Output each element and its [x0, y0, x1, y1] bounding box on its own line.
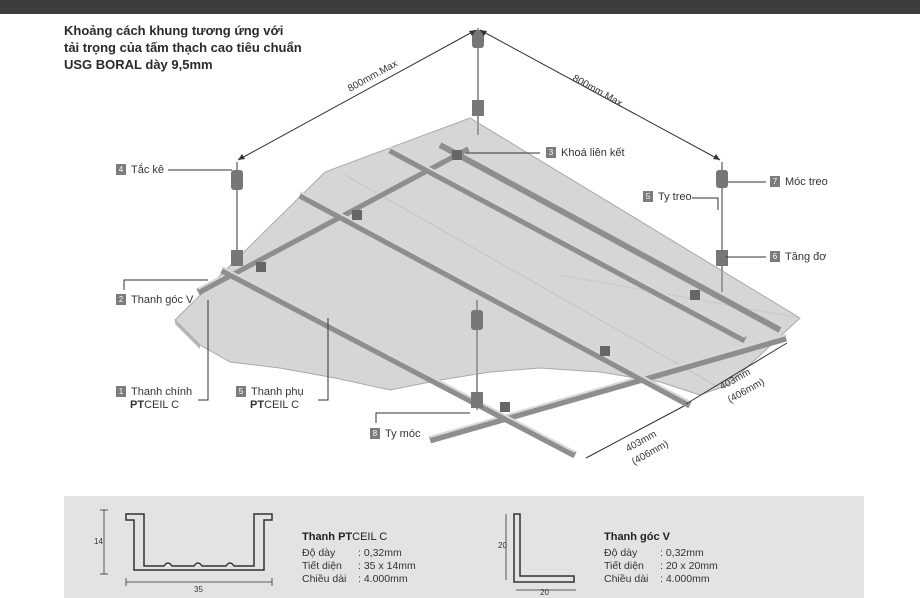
leader-5-thanhphu [318, 318, 329, 401]
spec-value: : 20 x 20mm [660, 560, 718, 572]
spec-key: Tiết diện [604, 560, 644, 572]
callout-number: 3 [546, 147, 556, 158]
c-channel-profile [125, 513, 273, 571]
c-channel-width-label: 35 [194, 585, 203, 594]
cross-channel-4 [438, 142, 782, 333]
board-thickness-left [175, 320, 200, 349]
c-channel-dims [100, 509, 273, 586]
dim-label-right: 800mm.Max [571, 73, 624, 109]
dimension-arrows [238, 30, 720, 160]
spec-key: Độ dày [604, 547, 638, 559]
callout-text: Ty treo [658, 191, 692, 203]
callout-sub: PTCEIL C [116, 399, 192, 412]
callout-sub-bold: PT [130, 399, 145, 411]
callout-text: Ty móc [385, 428, 421, 440]
callout-text: Thanh góc V [131, 294, 194, 306]
callout-number: 5 [236, 386, 246, 397]
title-line-2: tải trọng của tấm thạch cao tiêu chuẩn [64, 40, 302, 55]
cross-channel-2 [298, 191, 692, 409]
cross-channel-1 [220, 266, 577, 459]
main-channel-2 [429, 334, 787, 444]
cross-channels [220, 142, 782, 459]
c-channel-row: Độ dày : 0,32mm [302, 547, 402, 559]
callout-moc-treo: 7 Móc treo [770, 176, 828, 189]
leader-1 [198, 300, 209, 401]
callout-khoa-lien-ket: 3 Khoá liên kết [546, 147, 625, 160]
callout-number: 4 [116, 164, 126, 175]
callout-thanh-chinh: 1 Thanh chính PTCEIL C [116, 386, 192, 412]
angle-row: Độ dày : 0,32mm [604, 547, 704, 559]
c-channel-height-label: 14 [94, 537, 103, 546]
callout-number: 8 [370, 428, 380, 439]
angle-height-label: 20 [498, 541, 507, 550]
angle-row: Chiều dài : 4.000mm [604, 573, 710, 585]
c-channel-row: Tiết diện : 35 x 14mm [302, 560, 416, 572]
angle-row: Tiết diện : 20 x 20mm [604, 560, 718, 572]
callout-number: 7 [770, 176, 780, 187]
leader-8 [375, 412, 470, 423]
callout-sub-rest: CEIL C [144, 399, 180, 411]
title-line-3: USG BORAL dày 9,5mm [64, 57, 213, 72]
callout-ty-moc: 8 Ty móc [370, 428, 420, 441]
c-channel-title-rest: CEIL C [352, 531, 388, 543]
angle-profile [513, 513, 575, 583]
callout-sub-rest: CEIL C [264, 399, 300, 411]
title-line-1: Khoảng cách khung tương ứng với [64, 23, 284, 38]
callout-tac-ke: 4 Tắc kê [116, 164, 164, 177]
diagram-title: Khoảng cách khung tương ứng với tải trọn… [64, 22, 364, 73]
angle-dims [505, 514, 576, 591]
angle-width-label: 20 [540, 588, 549, 597]
c-channel-title-bold: PT [338, 531, 353, 543]
callout-ty-treo: 5 Ty treo [643, 191, 692, 204]
callout-text: Tắc kê [131, 164, 165, 176]
spec-value: : 0,32mm [660, 547, 704, 559]
dim-line-left [237, 29, 477, 161]
dim-line-spacing-a [585, 405, 685, 459]
board-joint-2 [559, 274, 801, 319]
spec-key: Độ dày [302, 547, 336, 559]
top-bar [0, 0, 920, 14]
dim-line-spacing-b [685, 342, 788, 405]
spec-value: : 4.000mm [660, 573, 710, 585]
spec-value: : 0,32mm [358, 547, 402, 559]
angle-title: Thanh góc V [604, 531, 670, 543]
callout-tang-do: 6 Tăng đơ [770, 251, 826, 264]
leader-5-tytreo [692, 197, 719, 210]
c-channel-row: Chiều dài : 4.000mm [302, 573, 408, 585]
callout-text: Thanh phụ [251, 386, 304, 398]
spec-key: Chiều dài [604, 573, 649, 585]
c-channel-title: Thanh PTCEIL C [302, 531, 387, 543]
callout-thanh-goc-v: 2 Thanh góc V [116, 294, 193, 307]
callout-sub-bold: PT [250, 399, 265, 411]
dim-line-right [479, 29, 721, 161]
leader-2 [123, 279, 208, 290]
main-channel-1 [196, 144, 470, 296]
c-channel-title-prefix: Thanh [302, 531, 339, 543]
callout-number: 2 [116, 294, 126, 305]
spec-value: : 35 x 14mm [358, 560, 416, 572]
callout-number: 1 [116, 386, 126, 397]
spec-value: : 4.000mm [358, 573, 408, 585]
callout-number: 6 [770, 251, 780, 262]
hanger-clips [231, 30, 728, 408]
callout-thanh-phu: 5 Thanh phụ PTCEIL C [236, 386, 304, 412]
callout-number: 5 [643, 191, 653, 202]
callout-text: Tăng đơ [785, 251, 827, 263]
spec-panel: 14 35 20 20 Thanh PTCEIL C Độ dày : 0,32m… [64, 496, 864, 598]
profile-drawings: 14 35 20 20 [94, 509, 576, 597]
cross-channel-3 [388, 146, 747, 344]
callout-text: Móc treo [785, 176, 828, 188]
dimension-lines [237, 29, 788, 459]
connector-clips [256, 150, 700, 412]
callout-text: Thanh chính [131, 386, 193, 398]
callout-sub: PTCEIL C [236, 399, 304, 412]
leader-lines [123, 152, 766, 423]
board-joint [344, 174, 721, 389]
spec-key: Tiết diện [302, 560, 342, 572]
spec-key: Chiều dài [302, 573, 347, 585]
callout-text: Khoá liên kết [561, 147, 625, 159]
